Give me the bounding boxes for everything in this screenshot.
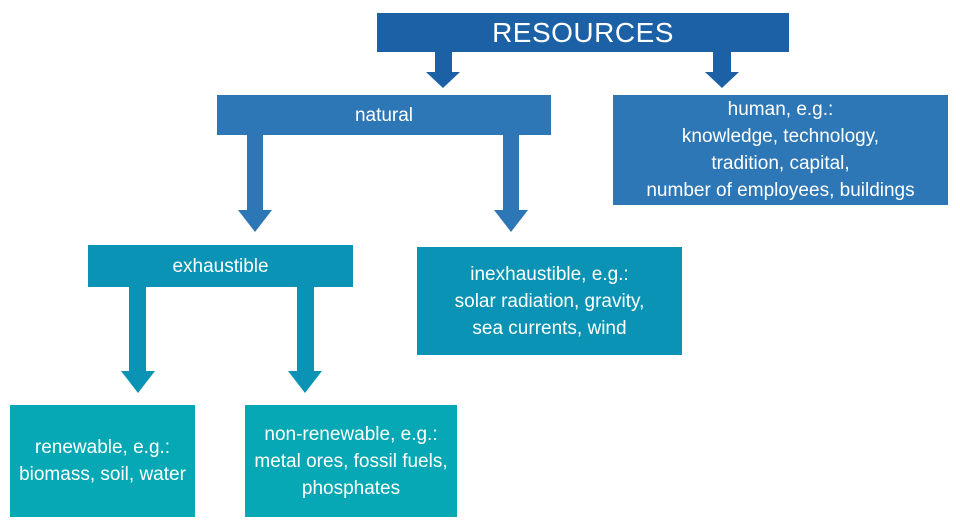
arrow-head: [288, 371, 322, 393]
node-resources: RESOURCES: [377, 13, 789, 52]
arrow-exhaustible-to-non-renewable-icon: [288, 287, 322, 393]
arrow-resources-to-human-icon: [705, 52, 739, 88]
arrow-stem: [503, 135, 519, 210]
node-exhaustible: exhaustible: [88, 245, 353, 287]
node-non-renewable: non-renewable, e.g.: metal ores, fossil …: [245, 405, 457, 517]
arrow-head: [705, 72, 739, 88]
node-natural: natural: [217, 95, 551, 135]
arrow-head: [238, 210, 272, 232]
arrow-natural-to-exhaustible-icon: [238, 135, 272, 232]
arrow-natural-to-inexhaustible-icon: [494, 135, 528, 232]
arrow-head: [120, 371, 155, 393]
node-human: human, e.g.: knowledge, technology, trad…: [613, 95, 948, 205]
arrow-stem: [713, 52, 731, 72]
arrow-stem: [434, 52, 452, 72]
arrow-exhaustible-to-renewable-icon: [120, 287, 155, 393]
arrow-stem: [247, 135, 263, 210]
arrow-stem: [296, 287, 314, 371]
arrow-resources-to-natural-icon: [426, 52, 460, 88]
arrow-head: [494, 210, 528, 232]
node-renewable: renewable, e.g.: biomass, soil, water: [10, 405, 195, 517]
arrow-stem: [129, 287, 146, 371]
node-inexhaustible: inexhaustible, e.g.: solar radiation, gr…: [417, 247, 682, 355]
arrow-head: [426, 72, 460, 88]
